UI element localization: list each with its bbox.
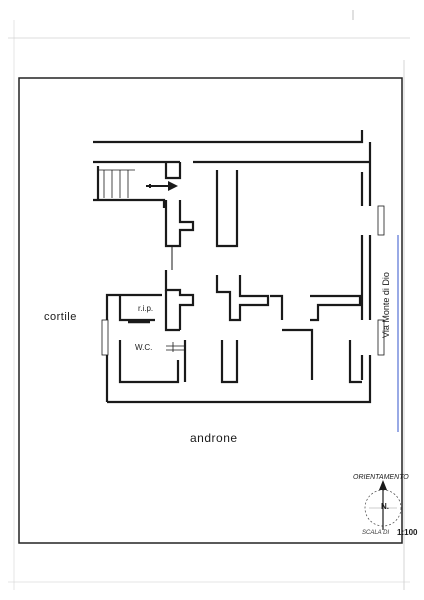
orientation-label: ORIENTAMENTO (353, 474, 409, 481)
sheet-frame (18, 77, 403, 544)
openings (101, 205, 385, 356)
street-name-label: Via Monte di Dio (380, 272, 391, 338)
scale-value: 1:100 (397, 528, 418, 537)
walls (93, 130, 372, 404)
courtyard-label: cortile (44, 311, 77, 323)
north-arrow-icon (364, 480, 402, 530)
entrance-hall-label: androne (190, 431, 238, 445)
north-label: N. (381, 502, 389, 511)
wc-label: W.C. (135, 343, 153, 352)
entrance-arrow-icon (146, 181, 178, 191)
scale-label: SCALA DI (362, 530, 390, 536)
storage-room-label: r.i.p. (138, 304, 154, 313)
